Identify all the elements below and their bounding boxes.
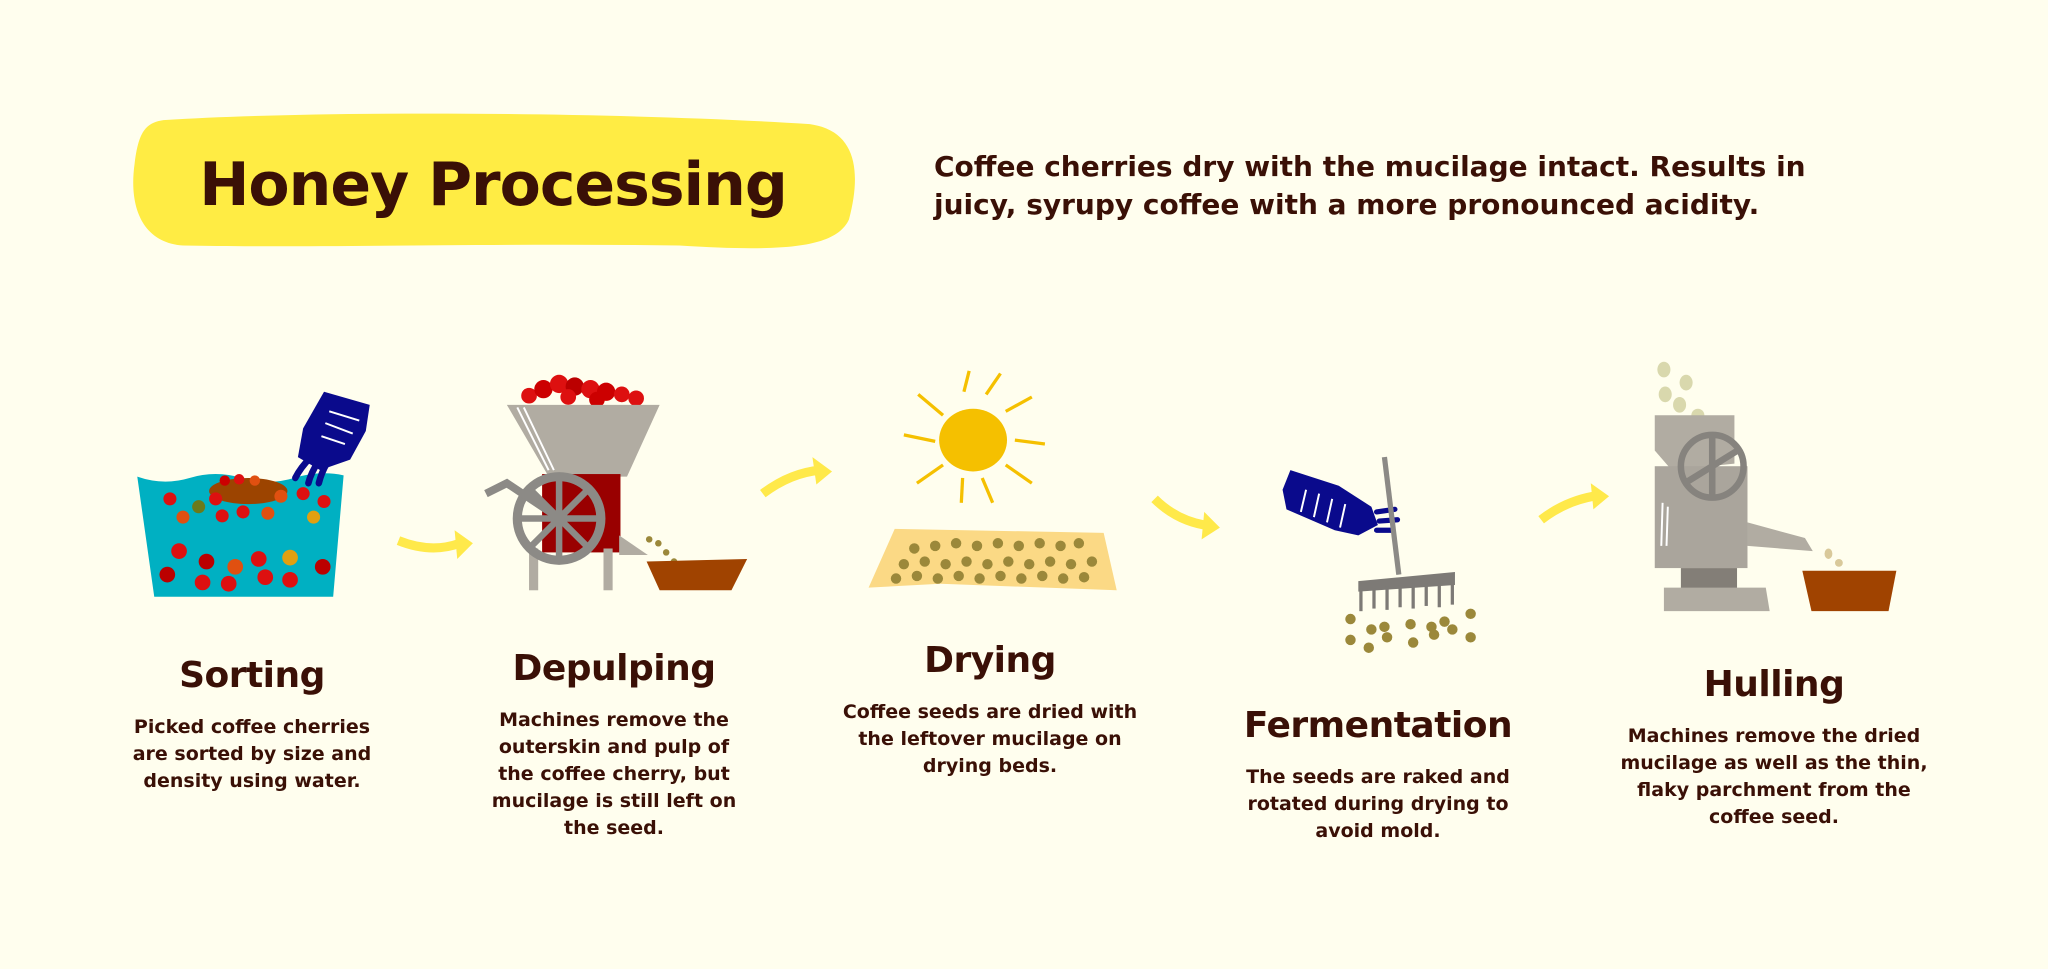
- depulping-illustration: [484, 374, 748, 591]
- step-title: Fermentation: [1243, 705, 1513, 746]
- seed-icons: [1657, 361, 1705, 422]
- arrow-icon: [396, 530, 473, 559]
- fermentation-illustration: [1282, 456, 1476, 653]
- sun-icon: [903, 370, 1046, 504]
- step-description: Machines remove the dried mucilage as we…: [1620, 725, 1928, 828]
- title-highlight: [133, 113, 855, 249]
- bowl-icon: [646, 558, 748, 591]
- rake-handle: [1381, 456, 1402, 575]
- wheel-icon: [1677, 431, 1747, 501]
- seed-icons: [1345, 608, 1476, 653]
- arrow-icon: [1151, 495, 1220, 540]
- sorting-illustration: [137, 391, 370, 597]
- step-title: Sorting: [179, 655, 325, 696]
- glove-icon: [292, 391, 370, 487]
- chute: [1747, 522, 1813, 552]
- drying-illustration: [868, 370, 1117, 591]
- step-drying: Drying Coffee seeds are dried with the l…: [840, 640, 1140, 780]
- step-title: Drying: [924, 640, 1056, 681]
- hopper-icon: [506, 404, 660, 477]
- step-sorting: Sorting Picked coffee cherries are sorte…: [127, 655, 377, 795]
- water-bucket-icon: [137, 473, 344, 597]
- cherry-pile-icon: [521, 374, 644, 408]
- cherry-icons: [159, 474, 331, 592]
- machine-body: [1654, 466, 1748, 569]
- step-description: Picked coffee cherries are sorted by siz…: [132, 716, 372, 792]
- step-description: The seeds are raked and rotated during d…: [1246, 766, 1510, 842]
- step-description: Machines remove the outerskin and pulp o…: [491, 709, 737, 839]
- glove-icon: [1282, 470, 1401, 536]
- bowl-icon: [1802, 570, 1897, 612]
- machine-base: [1663, 587, 1770, 612]
- step-title: Hulling: [1703, 664, 1845, 705]
- seed-icons: [890, 538, 1098, 584]
- page-subtitle: Coffee cherries dry with the mucilage in…: [934, 150, 1806, 221]
- scoop-icon: [209, 477, 288, 505]
- step-description: Coffee seeds are dried with the leftover…: [842, 701, 1138, 777]
- crank-handle: [484, 478, 564, 524]
- page-title: Honey Processing: [199, 150, 788, 220]
- step-title: Depulping: [512, 648, 716, 689]
- step-hulling: Hulling Machines remove the dried mucila…: [1614, 664, 1934, 831]
- hulling-illustration: [1654, 361, 1897, 612]
- arrow-icon: [1538, 483, 1610, 524]
- step-fermentation: Fermentation The seeds are raked and rot…: [1233, 705, 1523, 845]
- arrow-icon: [760, 457, 833, 498]
- rake-head-icon: [1358, 571, 1455, 592]
- step-depulping: Depulping Machines remove the outerskin …: [489, 648, 739, 842]
